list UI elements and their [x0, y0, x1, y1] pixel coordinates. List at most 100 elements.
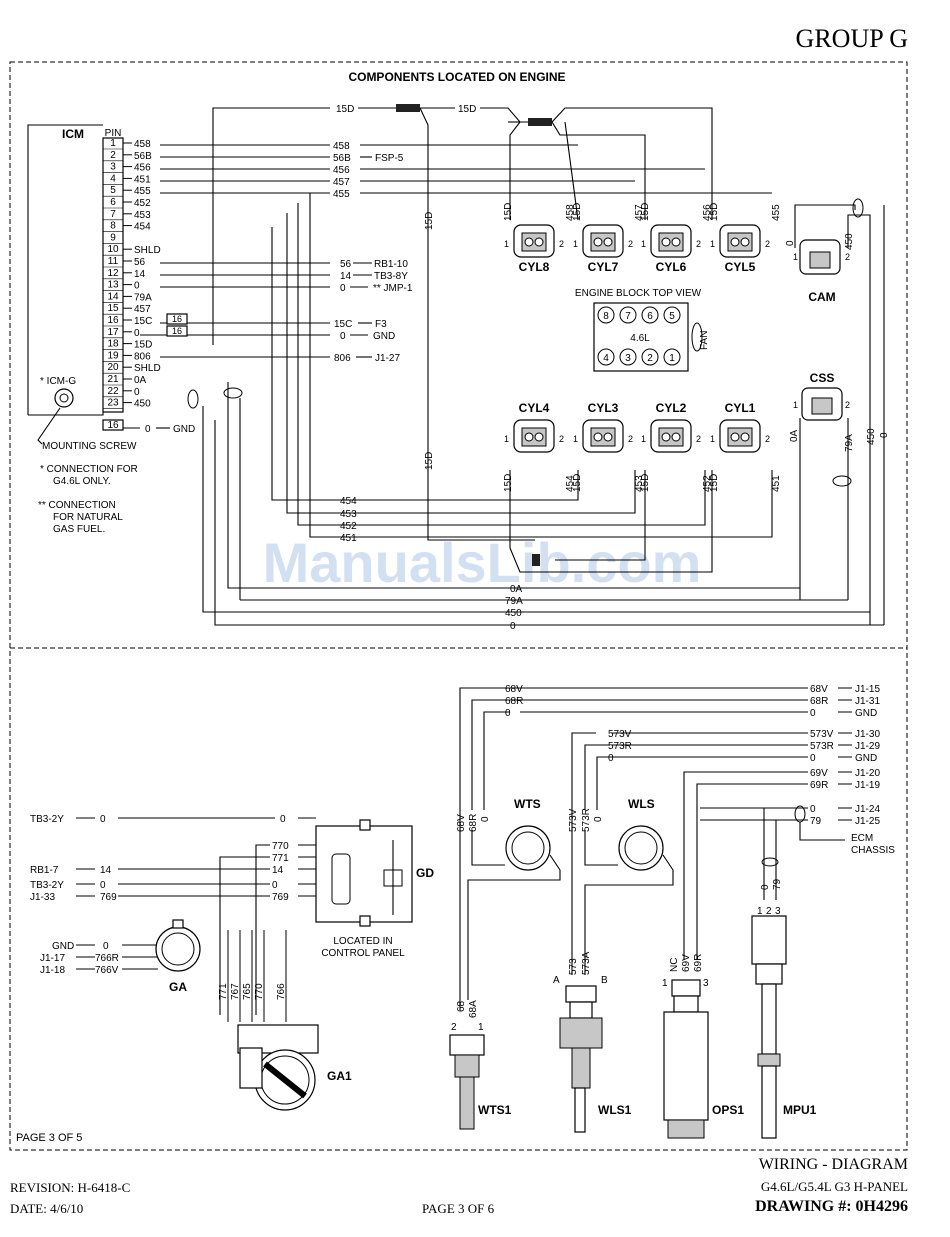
icm-wire-label: 0 — [134, 387, 140, 398]
ref-target-label: J1-19 — [855, 780, 880, 791]
coil-pin-2: 2 — [765, 434, 770, 444]
bus-wire-79a: 79A — [505, 596, 523, 607]
mounting-screw-icon — [54, 388, 74, 408]
wls-group: 573V 573R 0 WLS 573 573A A B WLS1 — [553, 732, 674, 1133]
ref-target-label: J1-29 — [855, 741, 880, 752]
icm-wire-label: 15D — [134, 340, 152, 351]
wts-wire-68r: 68R — [468, 814, 479, 832]
return-wire-451: 451 — [340, 533, 357, 544]
icm-ground-wire: 0 — [145, 424, 151, 435]
ref-target-label: GND — [855, 753, 877, 764]
cylinder-number: 5 — [669, 311, 675, 322]
note1-line1: * CONNECTION FOR — [40, 464, 138, 475]
ref-target-label: J1-30 — [855, 729, 880, 740]
icm-wire-label: 0A — [134, 375, 147, 386]
cam-wire-450: 450 — [844, 233, 855, 250]
icm-ground-label: GND — [173, 424, 195, 435]
coil-wire-15d: 15D — [572, 203, 583, 221]
top-15d-bus: 15D 15D 15D 15D — [212, 104, 713, 541]
wts-group: 68V 68R 0 WTS 68 68A 2 1 WTS1 — [449, 687, 561, 1130]
icm-pin-number: 6 — [110, 197, 116, 208]
wls1-label: WLS1 — [598, 1103, 632, 1117]
wts-down-68a: 68A — [468, 1000, 479, 1018]
icm-wire-label: 806 — [134, 351, 151, 362]
ref-wire-left: 68R — [505, 696, 523, 707]
coil-pin-2: 2 — [559, 434, 564, 444]
gd-ref-label: J1-33 — [30, 892, 55, 903]
mpu1-sensor-icon — [751, 915, 787, 965]
cylinder-number: 3 — [625, 353, 631, 364]
ga-down-wire: 770 — [254, 983, 265, 1000]
wls-label: WLS — [628, 797, 655, 811]
fsp-5-label: FSP-5 — [375, 153, 404, 164]
coil-label: CYL6 — [656, 260, 687, 274]
coil-label: CYL5 — [725, 260, 756, 274]
note2-line2: FOR NATURAL — [53, 512, 123, 523]
ref-target-label: J1-15 — [855, 684, 880, 695]
wls-down-573: 573 — [568, 958, 579, 975]
icm-wire-label: 0 — [134, 328, 140, 339]
bus-15d-right: 15D — [458, 104, 476, 115]
coil-wire-signal: 455 — [771, 204, 782, 221]
coil-wire-15d: 15D — [503, 474, 514, 492]
css-wire-0a: 0A — [789, 429, 800, 442]
icm-pin-number: 8 — [110, 221, 116, 232]
coil-pin-1: 1 — [573, 434, 578, 444]
wls-wire-573r: 573R — [581, 808, 592, 832]
gd-ref-label: TB3-2Y — [30, 880, 64, 891]
fuse-icon — [166, 313, 188, 325]
mpu-down-0: 0 — [760, 884, 771, 890]
icm-pin-number: 16 — [107, 315, 119, 326]
ref-wire-label: 68V — [810, 684, 828, 695]
cam-pin-1: 1 — [793, 252, 798, 262]
icm-pin-number: 12 — [107, 268, 119, 279]
mpu-down-79: 79 — [772, 878, 783, 890]
coil-pin-2: 2 — [765, 239, 770, 249]
coil-wire-signal: 457 — [634, 204, 645, 221]
icm-wire-label: 458 — [134, 139, 151, 150]
icm-pin-strip — [102, 137, 124, 413]
icm-wire-label: 79A — [134, 292, 152, 303]
ga-connector-icon — [155, 926, 201, 972]
ga-wire-label: 0 — [103, 941, 109, 952]
ops-pin-1: 1 — [662, 978, 668, 989]
wts-wire-0: 0 — [480, 816, 491, 822]
note1-line2: G4.6L ONLY. — [53, 476, 111, 487]
ref-wire-left: 573V — [608, 729, 632, 740]
gd-wire-right: 0 — [272, 880, 278, 891]
wire-label-56b: 56B — [333, 153, 351, 164]
inner-page-label: PAGE 3 OF 5 — [16, 1132, 82, 1144]
ops-down-69r: 69R — [693, 954, 704, 972]
icm-wire-label: 455 — [134, 186, 151, 197]
cylinder-number: 2 — [647, 353, 653, 364]
bottom-bus-wires: 0A 79A 450 0 — [187, 382, 884, 632]
coil-label: CYL2 — [656, 401, 687, 415]
gd-wire-label: 0 — [100, 814, 106, 825]
mpu-pin-3: 3 — [775, 906, 781, 917]
ga-ref-label: J1-18 — [40, 965, 65, 976]
icm-pin-number: 15 — [107, 303, 119, 314]
gd-wire-right: 14 — [272, 865, 284, 876]
connector-icon — [396, 104, 420, 112]
icm-pin-number: 5 — [110, 185, 116, 196]
ref-target-label: J1-24 — [855, 804, 880, 815]
fan-icon — [691, 322, 703, 352]
ref-wire-left: 0 — [608, 753, 614, 764]
gd-wire-right: 769 — [272, 892, 289, 903]
return-wire-453: 453 — [340, 509, 357, 520]
ga1-label: GA1 — [327, 1069, 352, 1083]
splice-icon-bottom — [532, 554, 540, 566]
wls-pin-a: A — [553, 975, 560, 986]
icm-wire-label: 454 — [134, 222, 151, 233]
wls-pin-b: B — [601, 975, 608, 986]
wls1-sensor-icon — [565, 985, 597, 1003]
ops-down-nc: NC — [669, 958, 680, 972]
